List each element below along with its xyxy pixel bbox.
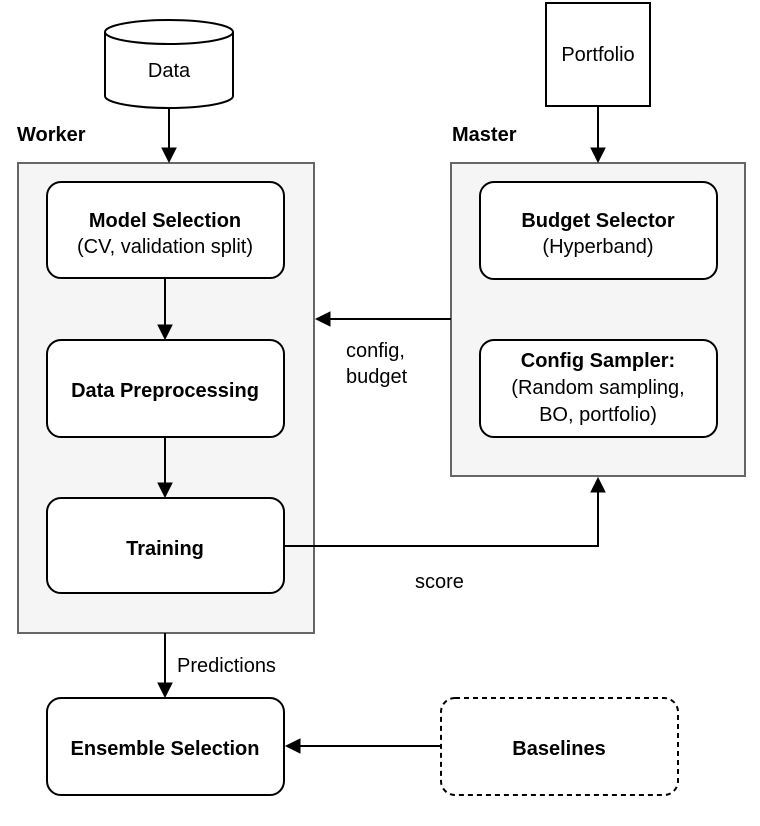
edge-label-predictions: Predictions [177,655,276,677]
edge-master-to-worker [314,311,451,327]
edge-label-budget: budget [346,366,408,388]
config-sampler-title: Config Sampler: [521,350,675,372]
edge-model-selection-to-preprocessing [157,278,173,341]
data-label: Data [148,60,191,82]
baselines-node: Baselines [440,697,679,796]
model-selection-subtitle: (CV, validation split) [77,236,253,258]
master-group-label: Master [452,124,517,146]
edge-portfolio-to-master [590,106,606,164]
model-selection-title: Model Selection [89,210,241,232]
config-sampler-line2: BO, portfolio) [539,404,657,426]
worker-group-label: Worker [17,124,86,146]
ensemble-selection-label: Ensemble Selection [71,738,260,760]
config-sampler-line1: (Random sampling, [511,377,684,399]
portfolio-label: Portfolio [561,44,634,66]
config-sampler-node: Config Sampler: (Random sampling, BO, po… [479,339,718,438]
edge-worker-to-ensemble [157,633,173,699]
data-preprocessing-label: Data Preprocessing [71,380,259,402]
ensemble-selection-node: Ensemble Selection [46,697,285,796]
edge-training-to-master [284,476,606,547]
training-node: Training [46,497,285,594]
baselines-label: Baselines [512,738,605,760]
edge-label-config: config, [346,340,405,362]
edge-label-score: score [415,571,464,593]
training-label: Training [126,538,204,560]
data-node: Data [104,19,234,109]
budget-selector-subtitle: (Hyperband) [542,236,653,258]
edge-baselines-to-ensemble [284,738,441,754]
budget-selector-node: Budget Selector (Hyperband) [479,181,718,280]
edge-preprocessing-to-training [157,437,173,499]
portfolio-node: Portfolio [545,2,651,107]
model-selection-node: Model Selection (CV, validation split) [46,181,285,279]
edge-data-to-worker [161,108,177,164]
data-preprocessing-node: Data Preprocessing [46,339,285,438]
budget-selector-title: Budget Selector [521,210,675,232]
